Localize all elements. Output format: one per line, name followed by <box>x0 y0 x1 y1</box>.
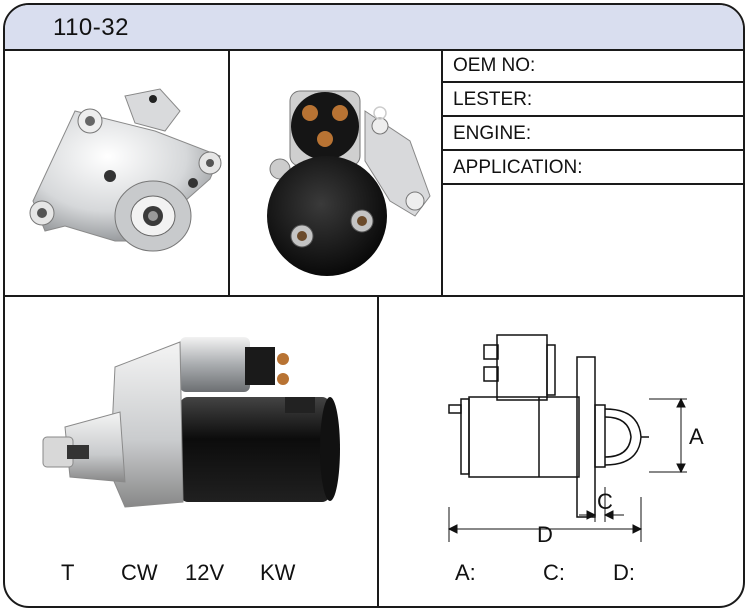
dim-c-mark: C <box>597 489 613 514</box>
application-label: APPLICATION: <box>453 157 583 178</box>
dimension-drawing: A C D <box>447 334 704 547</box>
lester-label: LESTER: <box>453 89 533 110</box>
divider <box>441 49 443 297</box>
param-rotation: CW <box>121 560 158 585</box>
starter-side-photo <box>42 337 340 508</box>
dim-a-mark: A <box>689 424 704 449</box>
param-voltage: 12V <box>185 560 225 585</box>
param-power: KW <box>260 560 296 585</box>
starter-rear-photo <box>267 90 431 276</box>
model-number: 110-32 <box>53 14 129 41</box>
divider <box>5 295 743 297</box>
spec-row-engine: ENGINE: <box>443 117 743 151</box>
product-card: 110-32 OEM NO: LESTER: ENGINE: APPLICATI… <box>3 3 745 608</box>
dim-c-label: C: <box>543 560 565 585</box>
header-bar: 110-32 <box>5 5 743 51</box>
starter-front-photo <box>29 88 222 252</box>
divider <box>228 49 230 297</box>
dim-d-label: D: <box>613 560 635 585</box>
spec-row-oem: OEM NO: <box>443 49 743 83</box>
dim-a-label: A: <box>455 560 476 585</box>
engine-label: ENGINE: <box>453 123 532 144</box>
spec-row-lester: LESTER: <box>443 83 743 117</box>
spec-row-application: APPLICATION: <box>443 151 743 185</box>
divider <box>377 295 379 606</box>
dim-d-mark: D <box>537 522 553 547</box>
oem-label: OEM NO: <box>453 55 536 76</box>
param-t: T <box>61 560 75 585</box>
